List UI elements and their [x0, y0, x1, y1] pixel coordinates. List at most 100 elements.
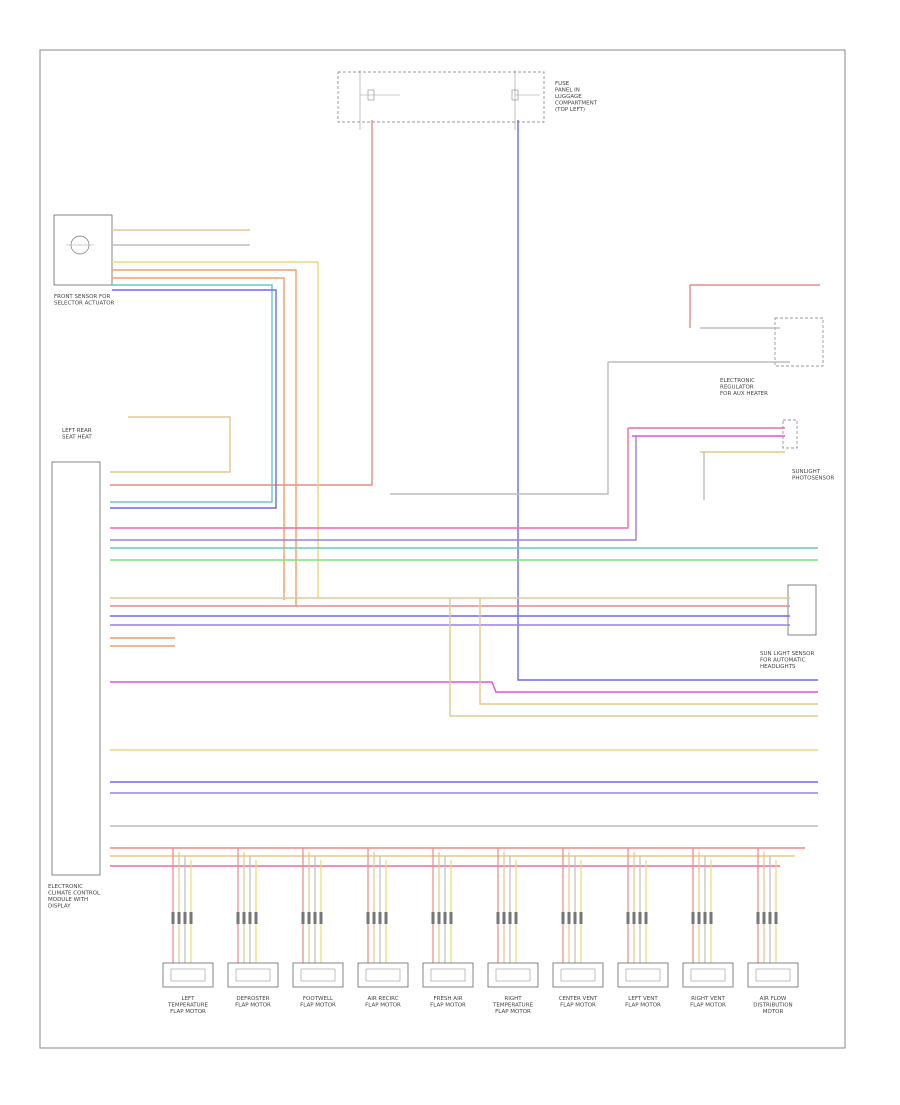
connector-pin — [366, 912, 370, 924]
connector-pin — [626, 912, 630, 924]
connector-pin — [378, 912, 382, 924]
actuator-box — [422, 962, 474, 988]
actuator-box — [162, 962, 214, 988]
connector-pin — [171, 912, 175, 924]
connector-pin — [236, 912, 240, 924]
actuator-box — [617, 962, 669, 988]
connector-pin — [372, 912, 376, 924]
wire-mid-mag — [110, 681, 818, 693]
connector-pin — [301, 912, 305, 924]
connector-pin — [762, 912, 766, 924]
wire-solar-pink-run — [110, 428, 629, 529]
connector-pin — [248, 912, 252, 924]
actuator-box — [487, 962, 539, 988]
connector-pin — [756, 912, 760, 924]
actuator-motor — [495, 968, 531, 982]
connector-pin — [496, 912, 500, 924]
connector-pin — [431, 912, 435, 924]
wire-front-teal — [110, 284, 273, 503]
actuator-motor — [755, 968, 791, 982]
connector-pin — [573, 912, 577, 924]
connector-pin — [579, 912, 583, 924]
connector-pin — [709, 912, 713, 924]
wire-mid-tan2 — [449, 598, 818, 717]
wire-front-yellow — [112, 261, 319, 598]
connector-pin — [254, 912, 258, 924]
actuator-box — [552, 962, 604, 988]
actuator-motor — [235, 968, 271, 982]
connector-pin — [384, 912, 388, 924]
connector-pin — [437, 912, 441, 924]
connector-pin — [514, 912, 518, 924]
wire-front-blue — [110, 289, 277, 509]
connector-pin — [242, 912, 246, 924]
connector-pin — [177, 912, 181, 924]
wire-seat-tan — [110, 416, 231, 473]
actuator-box — [682, 962, 734, 988]
diagram-frame — [39, 49, 846, 1049]
actuator-box — [227, 962, 279, 988]
wire-front-orange — [112, 269, 297, 606]
actuator-box — [292, 962, 344, 988]
wire-fuse-blue — [517, 120, 818, 681]
actuator-motor — [365, 968, 401, 982]
connector-pin — [638, 912, 642, 924]
connector-pin — [502, 912, 506, 924]
actuator-motor — [690, 968, 726, 982]
actuator-motor — [560, 968, 596, 982]
connector-pin — [632, 912, 636, 924]
actuator-box — [747, 962, 799, 988]
connector-pin — [319, 912, 323, 924]
actuator-box — [357, 962, 409, 988]
wire-fuse-red — [110, 120, 373, 486]
connector-pin — [443, 912, 447, 924]
wire-solar-violet-run — [110, 436, 637, 541]
connector-pin — [313, 912, 317, 924]
actuator-motor — [300, 968, 336, 982]
actuator-motor — [625, 968, 661, 982]
connector-pin — [644, 912, 648, 924]
connector-pin — [697, 912, 701, 924]
wire-front-orange2 — [112, 277, 285, 600]
actuator-motor — [170, 968, 206, 982]
actuator-motor — [430, 968, 466, 982]
connector-pin — [189, 912, 193, 924]
connector-pin — [561, 912, 565, 924]
wires-layer — [110, 120, 820, 867]
connector-pin — [307, 912, 311, 924]
connector-pin — [774, 912, 778, 924]
connector-pin — [768, 912, 772, 924]
wire-mid-tan — [479, 598, 818, 705]
connector-pin — [508, 912, 512, 924]
